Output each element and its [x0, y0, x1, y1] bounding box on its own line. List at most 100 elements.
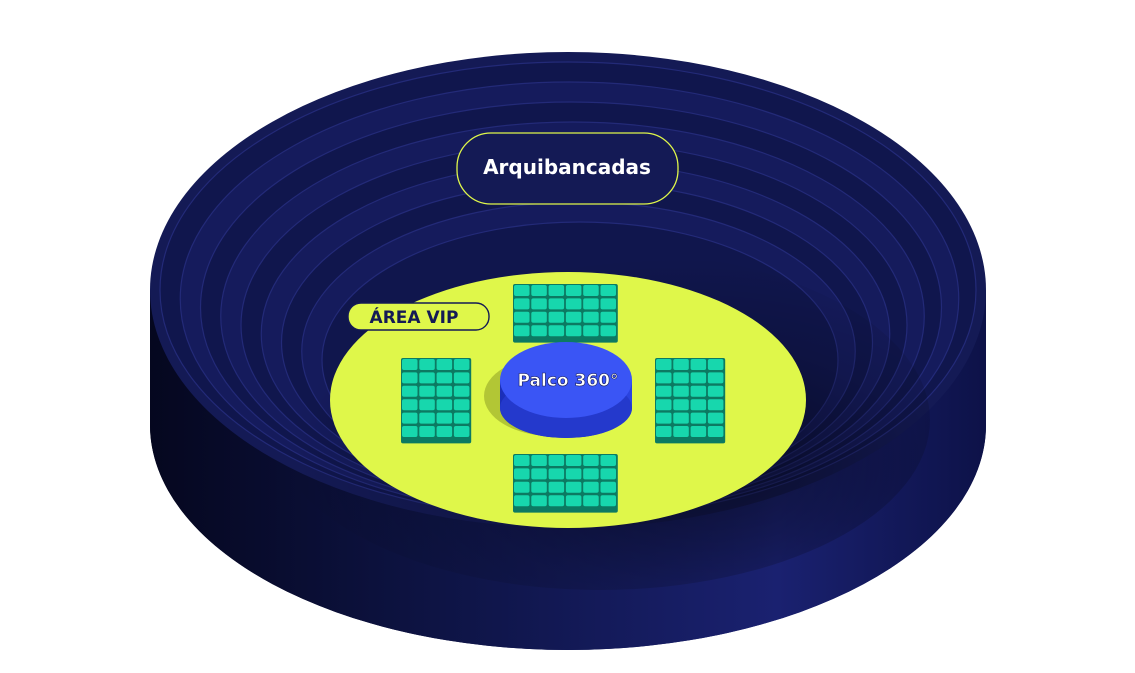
- seat[interactable]: [548, 285, 565, 296]
- seat[interactable]: [531, 495, 547, 507]
- seat[interactable]: [402, 359, 418, 370]
- seat[interactable]: [402, 412, 418, 424]
- seat[interactable]: [673, 412, 689, 424]
- seat[interactable]: [707, 372, 724, 384]
- seat[interactable]: [565, 455, 582, 466]
- seat[interactable]: [690, 385, 707, 397]
- seat[interactable]: [600, 298, 617, 310]
- seat[interactable]: [548, 495, 565, 507]
- seat[interactable]: [531, 311, 547, 323]
- seat[interactable]: [514, 298, 530, 310]
- seat[interactable]: [548, 455, 565, 466]
- seat[interactable]: [656, 359, 672, 370]
- seat[interactable]: [583, 468, 599, 480]
- seat[interactable]: [707, 359, 724, 370]
- seat[interactable]: [565, 298, 582, 310]
- seat[interactable]: [690, 412, 707, 424]
- seat[interactable]: [600, 325, 617, 337]
- seating-block-top[interactable]: [513, 284, 618, 343]
- seat[interactable]: [583, 311, 599, 323]
- seat[interactable]: [548, 481, 565, 493]
- seat[interactable]: [600, 468, 617, 480]
- seat[interactable]: [453, 385, 470, 397]
- seat[interactable]: [656, 385, 672, 397]
- seating-block-left[interactable]: [401, 358, 472, 444]
- seat[interactable]: [565, 481, 582, 493]
- seat[interactable]: [514, 495, 530, 507]
- seating-block-bottom[interactable]: [513, 454, 618, 513]
- seat[interactable]: [565, 468, 582, 480]
- seat[interactable]: [673, 426, 689, 437]
- vip-label[interactable]: ÁREA VIP: [347, 302, 490, 331]
- stands-label[interactable]: Arquibancadas: [456, 132, 679, 205]
- seat[interactable]: [531, 455, 547, 466]
- seat[interactable]: [600, 311, 617, 323]
- seat[interactable]: [531, 481, 547, 493]
- seat[interactable]: [583, 455, 599, 466]
- seat[interactable]: [656, 399, 672, 411]
- seat[interactable]: [436, 372, 453, 384]
- seat[interactable]: [453, 399, 470, 411]
- seating-block-right[interactable]: [655, 358, 726, 444]
- seat[interactable]: [690, 399, 707, 411]
- seat[interactable]: [583, 325, 599, 337]
- seat[interactable]: [453, 359, 470, 370]
- seat[interactable]: [565, 311, 582, 323]
- seat[interactable]: [453, 426, 470, 437]
- seat[interactable]: [531, 298, 547, 310]
- seat[interactable]: [514, 285, 530, 296]
- seat[interactable]: [673, 385, 689, 397]
- seat[interactable]: [453, 412, 470, 424]
- seat[interactable]: [673, 399, 689, 411]
- seat[interactable]: [600, 285, 617, 296]
- seat[interactable]: [514, 325, 530, 337]
- seat[interactable]: [565, 495, 582, 507]
- seat[interactable]: [583, 495, 599, 507]
- seat[interactable]: [565, 325, 582, 337]
- seat[interactable]: [436, 412, 453, 424]
- seat[interactable]: [656, 426, 672, 437]
- seat[interactable]: [531, 285, 547, 296]
- seat[interactable]: [565, 285, 582, 296]
- seat[interactable]: [402, 385, 418, 397]
- seat[interactable]: [673, 359, 689, 370]
- seat[interactable]: [548, 311, 565, 323]
- seat[interactable]: [436, 385, 453, 397]
- seat[interactable]: [419, 399, 435, 411]
- seat[interactable]: [419, 426, 435, 437]
- seat[interactable]: [656, 412, 672, 424]
- seat[interactable]: [436, 399, 453, 411]
- seat[interactable]: [514, 468, 530, 480]
- seat[interactable]: [548, 298, 565, 310]
- seat[interactable]: [514, 481, 530, 493]
- seat[interactable]: [656, 372, 672, 384]
- seat[interactable]: [673, 372, 689, 384]
- seat[interactable]: [419, 372, 435, 384]
- seat[interactable]: [436, 426, 453, 437]
- seat[interactable]: [707, 426, 724, 437]
- seat[interactable]: [548, 468, 565, 480]
- seat[interactable]: [583, 298, 599, 310]
- seat[interactable]: [583, 481, 599, 493]
- seat[interactable]: [419, 412, 435, 424]
- seat[interactable]: [453, 372, 470, 384]
- seat[interactable]: [600, 455, 617, 466]
- seat[interactable]: [419, 359, 435, 370]
- seat[interactable]: [707, 385, 724, 397]
- seat[interactable]: [419, 385, 435, 397]
- seat[interactable]: [402, 399, 418, 411]
- seat[interactable]: [690, 359, 707, 370]
- seat[interactable]: [402, 372, 418, 384]
- seat[interactable]: [436, 359, 453, 370]
- seat[interactable]: [548, 325, 565, 337]
- seat[interactable]: [402, 426, 418, 437]
- seat[interactable]: [531, 468, 547, 480]
- seat[interactable]: [707, 412, 724, 424]
- seat[interactable]: [514, 455, 530, 466]
- seat[interactable]: [583, 285, 599, 296]
- stage[interactable]: Palco 360°: [484, 342, 632, 438]
- seat[interactable]: [600, 481, 617, 493]
- seat[interactable]: [531, 325, 547, 337]
- seat[interactable]: [600, 495, 617, 507]
- seat[interactable]: [707, 399, 724, 411]
